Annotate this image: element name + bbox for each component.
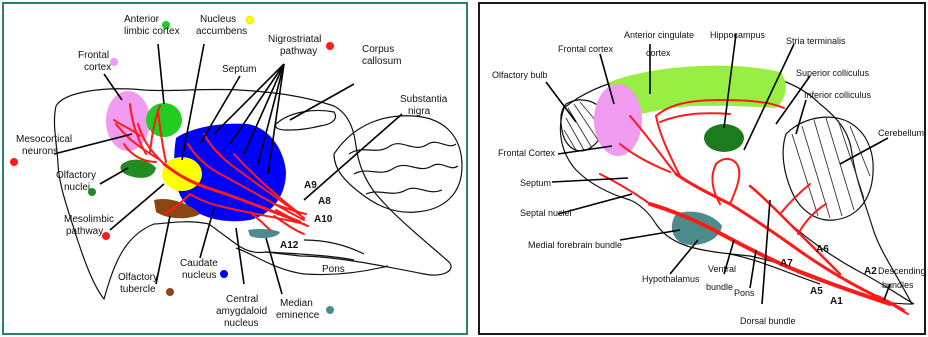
label-a2: A2	[864, 266, 877, 277]
label-inferior-colliculus: Inferior colliculus	[804, 90, 872, 100]
label-septum: Septum	[222, 64, 256, 75]
label-frontal-cortex: Frontal cortex	[558, 44, 614, 54]
label-dorsal-bundle: Dorsal bundle	[740, 316, 796, 326]
label-medial-forebrain: Medial forebrain bundle	[528, 240, 622, 250]
label-stria-terminalis: Stria terminalis	[786, 36, 846, 46]
hippocampus-region	[704, 124, 744, 152]
label-a5: A5	[810, 286, 823, 297]
label-a7: A7	[780, 258, 793, 269]
label-a10: A10	[314, 214, 333, 225]
nucleus-accumbens-region	[162, 157, 202, 191]
label-pons: Pons	[734, 288, 755, 298]
label-hypothalamus: Hypothalamus	[642, 274, 700, 284]
label-frontal-cortex-2: Frontal Cortex	[498, 148, 556, 158]
tubercle-dot	[166, 288, 174, 296]
mesocortical-dot	[10, 158, 18, 166]
cerebellum-hatch	[792, 118, 870, 218]
frontal-cortex-region	[106, 91, 150, 151]
nigrostriatal-dot	[326, 42, 334, 50]
label-a1: A1	[830, 296, 843, 307]
cerebellum-folia	[349, 142, 458, 194]
median-eminence-region	[248, 229, 280, 238]
label-a12: A12	[280, 240, 299, 251]
frontal-cortex-region	[594, 84, 642, 156]
label-a9: A9	[304, 180, 317, 191]
accumbens-dot	[246, 16, 254, 24]
label-hippocampus: Hippocampus	[710, 30, 766, 40]
label-septal-nuclei: Septal nuclei	[520, 208, 572, 218]
median-eminence-dot	[326, 306, 334, 314]
label-cerebellum: Cerebellum	[878, 128, 924, 138]
label-pons: Pons	[322, 264, 345, 275]
label-olfactory-bulb: Olfactory bulb	[492, 70, 548, 80]
label-a6: A6	[816, 244, 829, 255]
corpus-callosum-outline	[276, 111, 336, 131]
label-superior-colliculus: Superior colliculus	[796, 68, 870, 78]
label-septum: Septum	[520, 178, 551, 188]
anterior-limbic-cortex-region	[146, 103, 182, 137]
caudate-dot	[220, 270, 228, 278]
label-a8: A8	[318, 196, 331, 207]
